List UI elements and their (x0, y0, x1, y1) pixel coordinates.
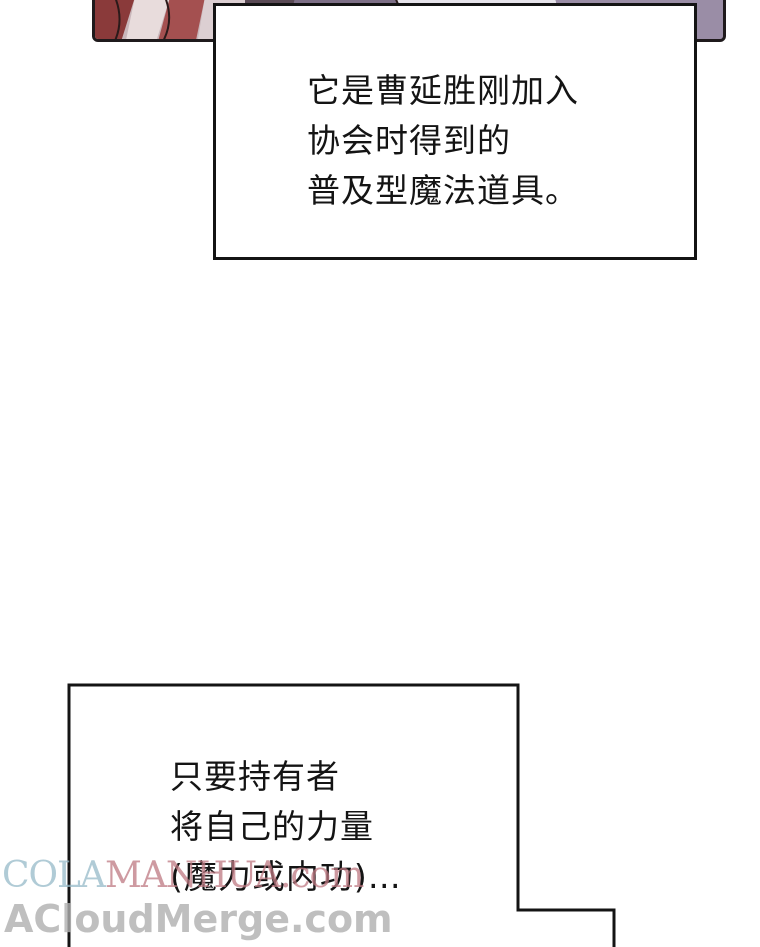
watermark-colamanhua: COLAMANHUA.com (2, 855, 364, 896)
watermark-part: MANHUA.com (104, 855, 364, 896)
narration-line: 普及型魔法道具。 (307, 171, 579, 210)
narration-line: (魔力或内功)… (170, 857, 402, 896)
narration-line: 它是曹延胜刚加入 (307, 71, 579, 110)
narration-line: 只要持有者 (170, 757, 340, 796)
narration-line: 协会时得到的 (307, 121, 511, 160)
narration-line: 将自己的力量 (170, 807, 374, 846)
narration-text-bottom: 只要持有者 将自己的力量 (魔力或内功)… (170, 752, 402, 902)
watermark-acloudmerge: ACloudMerge.com (4, 897, 393, 941)
narration-box-top: 它是曹延胜刚加入 协会时得到的 普及型魔法道具。 (213, 3, 697, 260)
watermark-part: COLA (2, 855, 106, 896)
